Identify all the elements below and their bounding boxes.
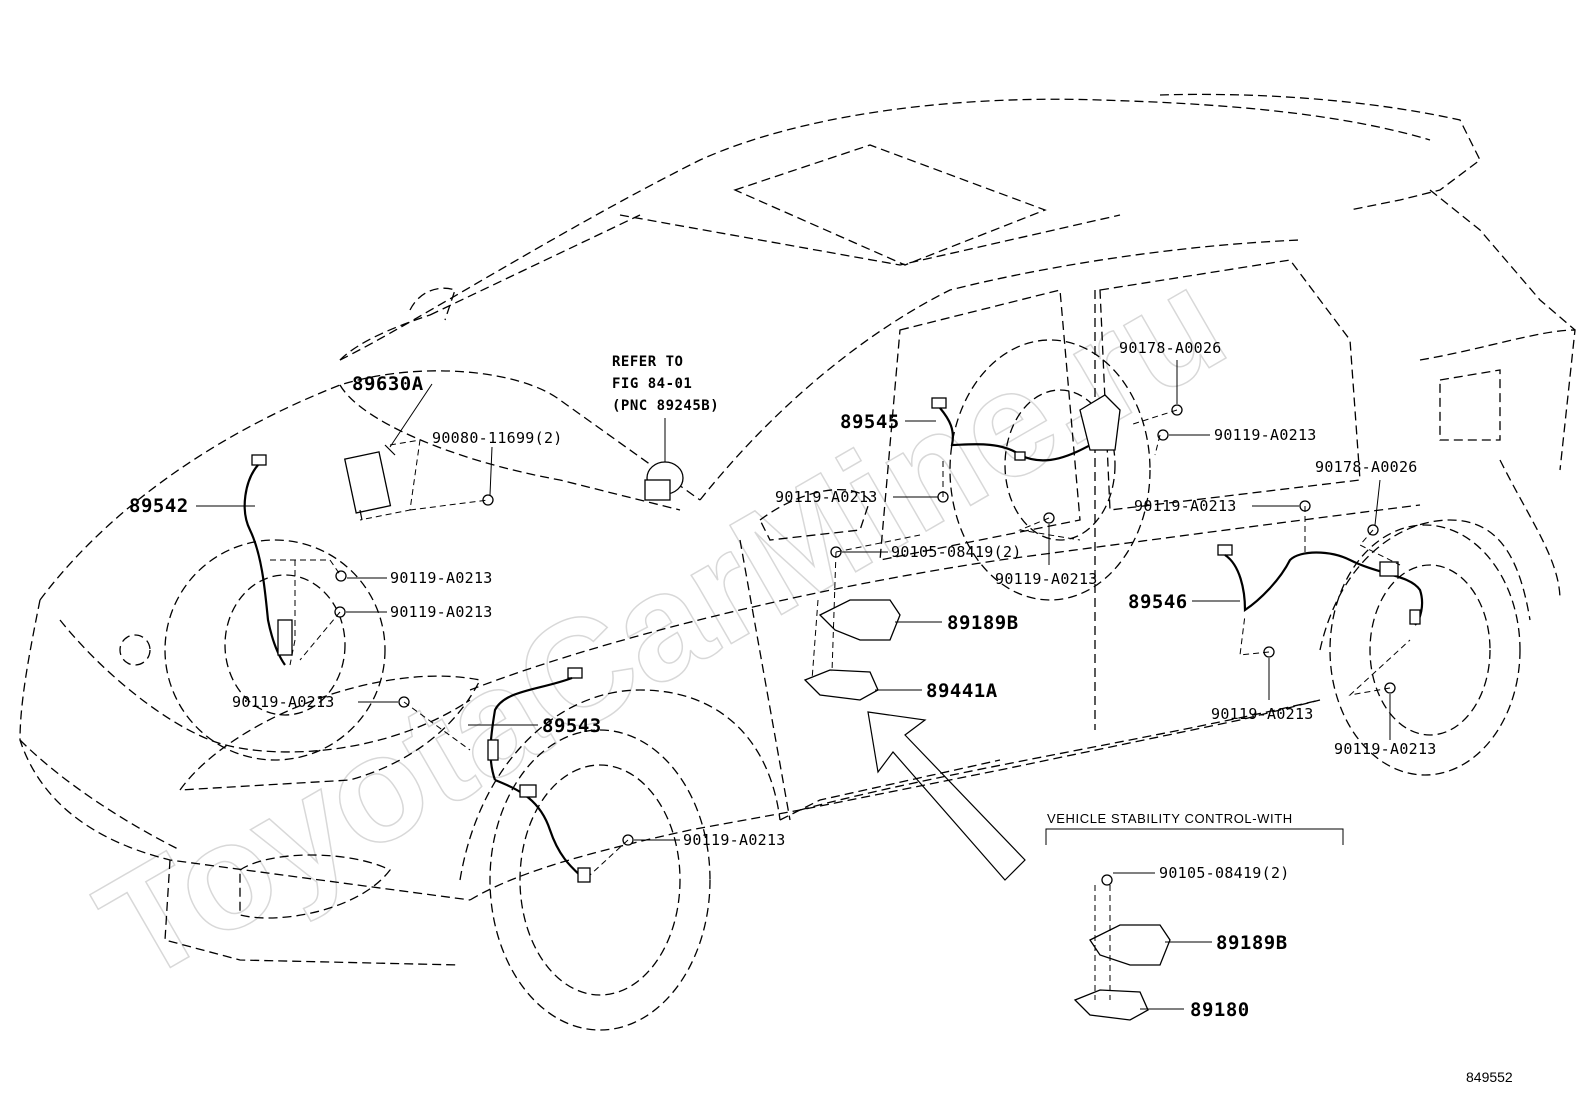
label-90119-fl2: 90119-A0213 (390, 603, 493, 621)
label-89180: 89180 (1190, 999, 1250, 1021)
label-90119-rl2: 90119-A0213 (1214, 426, 1317, 444)
label-89546: 89546 (1128, 591, 1188, 613)
label-90119-mid: 90119-A0213 (775, 488, 878, 506)
yaw-sensor-ref (644, 418, 684, 501)
figure-id: 849552 (1466, 1069, 1513, 1085)
part-89542-sensor-wire (243, 454, 293, 666)
label-90119-rl1: 90119-A0213 (995, 570, 1098, 588)
part-89545-sensor-wire (931, 394, 1121, 462)
label-90119-fr: 90119-A0213 (683, 831, 786, 849)
label-90178-r: 90178-A0026 (1315, 458, 1418, 476)
car-body-outline (19, 93, 1576, 1031)
label-90080-11699: 90080-11699(2) (432, 429, 563, 447)
part-89543-sensor-wire (487, 667, 591, 883)
vsc-section-title: VEHICLE STABILITY CONTROL-WITH (1047, 811, 1293, 826)
label-90119-fl3: 90119-A0213 (232, 693, 335, 711)
part-89630A-module (343, 444, 396, 521)
note-line-1: REFER TO (612, 354, 683, 370)
label-90119-rr2: 90119-A0213 (1211, 705, 1314, 723)
label-89189B-vsc: 89189B (1216, 932, 1288, 954)
label-90119-fl1: 90119-A0213 (390, 569, 493, 587)
label-89543: 89543 (542, 715, 602, 737)
label-90178-top: 90178-A0026 (1119, 339, 1222, 357)
label-90105-vsc: 90105-08419(2) (1159, 864, 1290, 882)
part-89546-sensor-wire (1217, 544, 1424, 626)
part-89441A-bracket (803, 669, 879, 701)
assembly-lines (270, 409, 1411, 876)
watermark: ToyotaCarMine.ru (72, 235, 1251, 1013)
vsc-section-header: VEHICLE STABILITY CONTROL-WITH (1045, 811, 1344, 845)
label-89630A: 89630A (352, 373, 424, 395)
pointer-arrow (867, 711, 1026, 881)
label-90105-mid: 90105-08419(2) (891, 543, 1022, 561)
note-line-2: FIG 84-01 (612, 376, 692, 392)
part-labels: 89630A 89542 89545 89543 89546 89189B 89… (129, 339, 1437, 1021)
label-89441A: 89441A (926, 680, 998, 702)
label-89542: 89542 (129, 495, 189, 517)
part-89189B-cover (818, 599, 901, 641)
label-90119-rr3: 90119-A0213 (1334, 740, 1437, 758)
label-89545: 89545 (840, 411, 900, 433)
vsc-parts (1073, 874, 1171, 1021)
leader-lines (196, 360, 1391, 1010)
label-89189B: 89189B (947, 612, 1019, 634)
note-line-3: (PNC 89245B) (612, 398, 719, 414)
label-90119-rr1: 90119-A0213 (1134, 497, 1237, 515)
